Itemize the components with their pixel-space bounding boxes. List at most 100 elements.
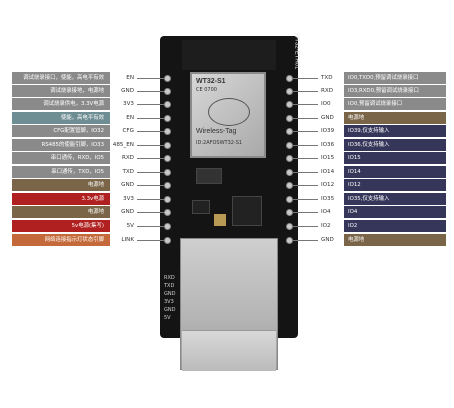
right-pin-lead — [292, 199, 318, 200]
right-pin-desc: IO36,仅支持输入 — [344, 139, 446, 151]
right-pin-lead — [292, 104, 318, 105]
left-pin-desc: 调试烧录接地，电源地 — [12, 85, 110, 97]
left-pin-lead — [137, 212, 166, 213]
left-pin-lead — [137, 158, 166, 159]
left-pin-lead — [137, 172, 166, 173]
left-pin-name: 5V — [126, 223, 134, 229]
right-pin-name: GND — [321, 115, 334, 121]
right-pin-desc: IO35,仅支持输入 — [344, 193, 446, 205]
left-pin-name: 485_EN — [112, 142, 134, 148]
left-pin-lead — [137, 104, 166, 105]
left-pin-lead — [137, 131, 166, 132]
left-pin-desc: 调试烧录接口，使能，高电平有效 — [12, 72, 110, 84]
right-pin-lead — [292, 240, 318, 241]
right-pin-desc: IO14 — [344, 166, 446, 178]
left-pin-hole — [164, 128, 171, 135]
module-brand: Wireless-Tag — [196, 128, 237, 135]
right-pin-desc: IO39,仅支持输入 — [344, 125, 446, 137]
left-pin-hole — [164, 182, 171, 189]
left-pin-name: RXD — [121, 155, 134, 161]
right-pin-lead — [292, 118, 318, 119]
right-pin-desc: IO0,TXD0,预留调试烧录接口 — [344, 72, 446, 84]
right-pin-desc: IO4 — [344, 206, 446, 218]
smd-component — [214, 214, 226, 226]
left-pin-hole — [164, 142, 171, 149]
left-pin-desc: 串口通传，RXD，IO5 — [12, 152, 110, 164]
right-pin-lead — [292, 185, 318, 186]
left-pin-name: EN — [126, 75, 134, 81]
left-pin-desc: 5v电源(集写) — [12, 220, 110, 232]
left-pin-name: GND — [121, 209, 134, 215]
wifi-module: WT32-S1 CE 0700 Wireless-Tag ID:2AFOSWT3… — [190, 72, 266, 158]
right-pin-lead — [292, 78, 318, 79]
left-pin-hole — [164, 155, 171, 162]
left-pin-desc: 串口通传，TXD，IO5 — [12, 166, 110, 178]
left-pin-hole — [164, 223, 171, 230]
right-pin-desc: IO0,预留调试烧录接口 — [344, 98, 446, 110]
left-pin-lead — [137, 145, 166, 146]
left-pin-name: 3V3 — [123, 196, 134, 202]
left-pin-lead — [137, 199, 166, 200]
right-pin-lead — [292, 172, 318, 173]
left-pin-lead — [137, 185, 166, 186]
right-pin-lead — [292, 226, 318, 227]
right-pin-desc: IO12 — [344, 179, 446, 191]
left-pin-lead — [137, 78, 166, 79]
module-model: WT32-S1 — [196, 78, 226, 85]
left-pin-hole — [164, 209, 171, 216]
antenna-area — [182, 40, 276, 70]
right-pin-desc: IO15 — [344, 152, 446, 164]
right-pin-lead — [292, 212, 318, 213]
left-pin-desc: 3.3v电源 — [12, 193, 110, 205]
left-pin-lead — [137, 91, 166, 92]
ethernet-jack-front — [182, 330, 276, 371]
right-pin-name: TXD — [321, 75, 333, 81]
left-pin-hole — [164, 196, 171, 203]
right-pin-lead — [292, 158, 318, 159]
right-pin-name: RXD — [321, 88, 334, 94]
right-pin-lead — [292, 91, 318, 92]
left-pin-hole — [164, 101, 171, 108]
left-pin-desc: 网络连接指示灯状态引脚 — [12, 234, 110, 246]
ethernet-phy-chip — [232, 196, 262, 226]
right-pin-name: IO4 — [321, 209, 331, 215]
left-pin-name: GND — [121, 88, 134, 94]
right-pin-name: IO36 — [321, 142, 335, 148]
regulator-chip — [192, 200, 210, 214]
left-pin-desc: 调试烧录供电，3.3V电源 — [12, 98, 110, 110]
right-pin-name: IO15 — [321, 155, 335, 161]
right-pin-lead — [292, 131, 318, 132]
left-pin-lead — [137, 118, 166, 119]
left-pin-name: EN — [126, 115, 134, 121]
left-pin-hole — [164, 115, 171, 122]
side-silk-pins: RXD TXD GND 3V3 GND 5V — [164, 275, 176, 321]
right-pin-lead — [292, 145, 318, 146]
right-pin-name: IO14 — [321, 169, 335, 175]
module-cert: CE 0700 — [196, 87, 217, 93]
right-pin-name: IO39 — [321, 128, 335, 134]
right-pin-desc: 电源地 — [344, 234, 446, 246]
right-pin-name: GND — [321, 237, 334, 243]
left-pin-desc: 使能，高电平有效 — [12, 112, 110, 124]
left-pin-hole — [164, 169, 171, 176]
left-pin-name: LINK — [121, 237, 134, 243]
left-pin-desc: CFG配置管脚，IO32 — [12, 125, 110, 137]
left-pin-name: CFG — [122, 128, 134, 134]
left-pin-hole — [164, 88, 171, 95]
left-pin-desc: RS485的使能引脚，IO33 — [12, 139, 110, 151]
left-pin-lead — [137, 240, 166, 241]
left-pin-desc: 电源地 — [12, 206, 110, 218]
right-pin-desc: IO3,RXD0,预留调试烧录接口 — [344, 85, 446, 97]
right-pin-name: IO0 — [321, 101, 331, 107]
left-pin-hole — [164, 75, 171, 82]
right-pin-desc: IO2 — [344, 220, 446, 232]
left-pin-lead — [137, 226, 166, 227]
left-pin-desc: 电源地 — [12, 179, 110, 191]
left-pin-hole — [164, 237, 171, 244]
right-pin-name: IO12 — [321, 182, 335, 188]
oscillator-chip — [196, 168, 222, 184]
left-pin-name: TXD — [122, 169, 134, 175]
right-pin-name: IO2 — [321, 223, 331, 229]
right-pin-name: IO35 — [321, 196, 335, 202]
left-pin-name: 3V3 — [123, 101, 134, 107]
